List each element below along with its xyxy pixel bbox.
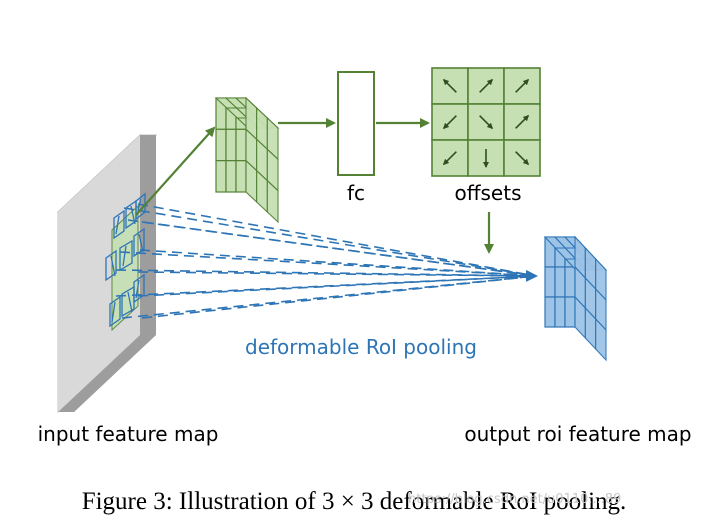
output-cube-front-cell <box>564 296 576 328</box>
pooling-label: deformable RoI pooling <box>245 335 477 359</box>
arrow-down-left-icon <box>442 151 457 166</box>
sampling-bin-divider <box>138 233 144 253</box>
arrow-up-left-icon <box>442 78 457 93</box>
sampling-bin-divider <box>122 245 127 267</box>
offsets-label: offsets <box>454 181 521 205</box>
arrow-to-roi-feature <box>135 126 216 216</box>
projection-line <box>141 275 537 319</box>
output-cube-side-cell <box>595 317 607 362</box>
roi-cube-front-cell <box>235 160 247 193</box>
pooling-projection-lines <box>115 203 538 319</box>
input-feature-map-plate <box>56 133 158 414</box>
output-cube-front-cell <box>544 296 556 328</box>
sampling-bin-divider <box>127 291 133 313</box>
sampling-bin <box>113 209 125 240</box>
roi-feature-cube <box>214 96 280 224</box>
output-cube-front-cell <box>564 266 576 298</box>
arrow-up-right-icon <box>515 114 530 129</box>
sampling-bin-divider <box>115 215 120 235</box>
input-feature-map-label: input feature map <box>38 422 219 446</box>
arrow-down-left-icon <box>442 115 457 130</box>
output-cube-front-cell <box>544 266 556 298</box>
output-roi-feature-cube <box>543 235 608 362</box>
sampling-bin <box>105 249 117 282</box>
arrow-down-right-icon <box>479 115 494 130</box>
projection-line <box>121 275 537 319</box>
projection-line <box>137 275 537 297</box>
sampling-bin <box>119 239 133 272</box>
projection-line <box>119 251 537 277</box>
fc-layer-box <box>337 71 375 176</box>
sampling-bin <box>133 227 145 258</box>
arrow-up-right-icon <box>515 78 530 93</box>
projection-line <box>123 207 537 277</box>
roi-cube-front-cell <box>215 128 227 162</box>
arrow-up-right-icon <box>479 78 494 93</box>
watermark: https://blog.csdn.net/u0110....89 <box>408 492 622 507</box>
output-cube-front-cell <box>554 296 566 328</box>
projection-line <box>141 221 537 277</box>
fc-label: fc <box>347 181 365 205</box>
roi-region <box>111 204 139 332</box>
roi-cube-side-cell <box>266 179 279 224</box>
offsets-grid <box>431 67 541 177</box>
output-cube-front-cell <box>554 266 566 298</box>
output-roi-feature-map-label: output roi feature map <box>464 422 691 446</box>
figure-caption: Figure 3: Illustration of 3 × 3 deformab… <box>81 488 627 515</box>
roi-cube-front-cell <box>225 160 237 193</box>
roi-cube-front-cell <box>215 160 227 193</box>
sampling-bin <box>109 295 121 328</box>
projection-line <box>137 203 537 277</box>
projection-line <box>115 275 537 297</box>
roi-cube-front-cell <box>225 128 237 162</box>
projection-line <box>127 219 537 277</box>
projection-line <box>139 249 537 277</box>
projection-line <box>137 269 538 282</box>
projection-line <box>115 269 537 277</box>
arrow-down-right-icon <box>515 151 530 166</box>
sampling-bin <box>121 285 135 318</box>
sampling-bin-divider <box>110 255 116 277</box>
roi-cube-front-cell <box>235 128 247 162</box>
sampling-bin-divider <box>111 301 116 323</box>
